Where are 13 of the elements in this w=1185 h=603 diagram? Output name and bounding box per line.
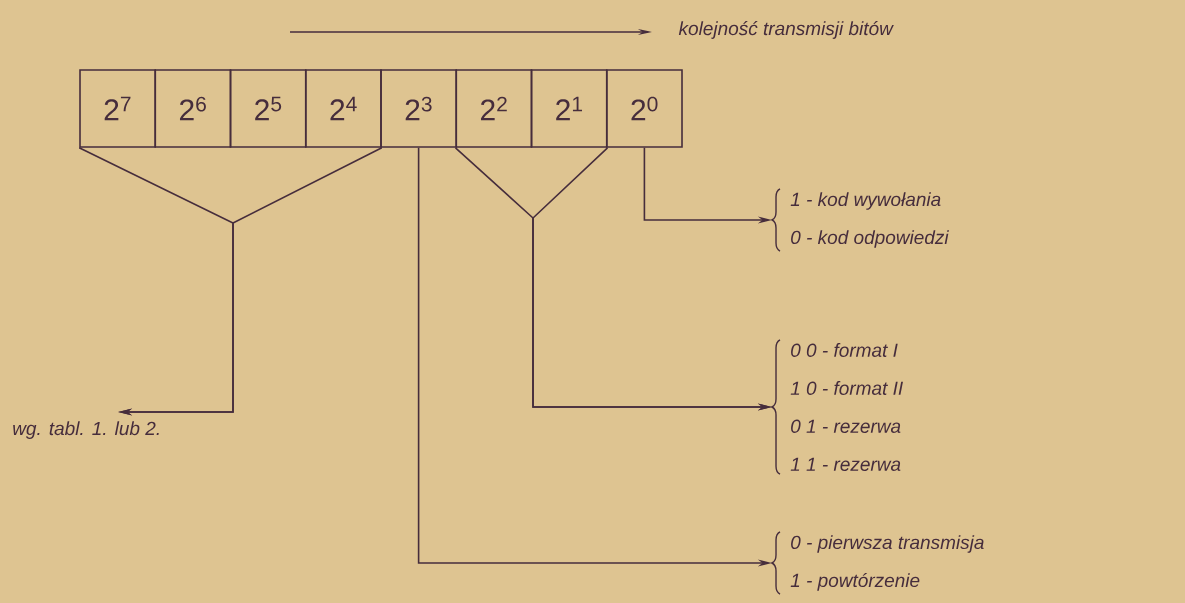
bit-cell: 2$^{2}$	[455, 69, 533, 148]
bit-cell: 2$^{1}$	[530, 69, 608, 148]
bit-cell: 2$^{0}$	[606, 69, 683, 148]
reference-note: wg. tabl. 1. lub 2.	[13, 421, 159, 439]
direction-label: kolejność transmisji bitów	[678, 21, 894, 39]
bit-cell: 2$^{4}$	[305, 69, 382, 148]
bit-cell: 2$^{6}$	[154, 69, 232, 148]
bit-cell: 2$^{7}$	[79, 69, 156, 148]
code-list: 0 - pierwsza transmisja 1 - powtórzenie	[771, 531, 984, 595]
bit-cell: 2$^{5}$	[229, 69, 307, 148]
code-list: 0 0 - format I 1 0 - format II 0 1 - rezerwa 1 1 - rezerwa	[771, 339, 903, 475]
bit-cell: 2$^{3}$	[380, 69, 457, 148]
code-list: 1 - kod wywołania 0 - kod odpowiedzi	[771, 188, 949, 252]
